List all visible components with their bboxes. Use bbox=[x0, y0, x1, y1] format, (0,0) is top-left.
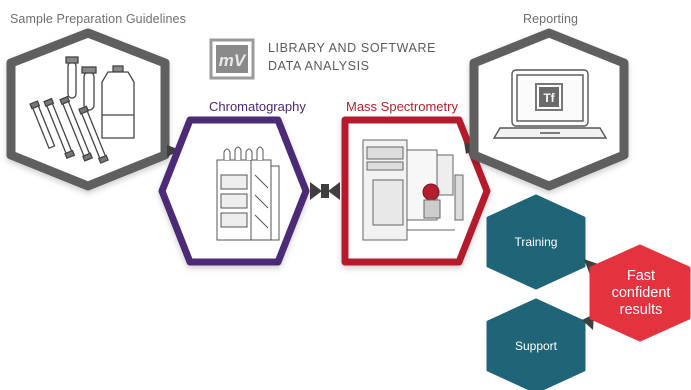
fast-line-3: results bbox=[619, 302, 663, 318]
sample-prep-label: Sample Preparation Guidelines bbox=[10, 12, 186, 26]
fast-line-1: Fast bbox=[626, 268, 656, 284]
mass-spec-icon bbox=[362, 139, 464, 241]
training-label: Training bbox=[514, 235, 558, 249]
chromatography-label: Chromatography bbox=[209, 99, 306, 114]
reporting-label: Reporting bbox=[523, 12, 579, 26]
training-hexagon bbox=[486, 194, 586, 290]
report-logo: Tf bbox=[535, 83, 563, 111]
arrow-prep-to-chrom bbox=[167, 145, 180, 157]
fast-line-2: confident bbox=[611, 285, 671, 301]
sample-prep-icon bbox=[29, 56, 135, 164]
library-line-2: DATA ANALYSIS bbox=[268, 59, 370, 73]
mass-spectrometry-label: Mass Spectrometry bbox=[346, 99, 458, 114]
fast-confident-results-label: Fast confident results bbox=[600, 268, 682, 319]
library-software-label: LIBRARY AND SOFTWARE DATA ANALYSIS bbox=[268, 39, 436, 75]
support-label: Support bbox=[514, 339, 558, 353]
double-arrow bbox=[310, 182, 340, 200]
software-logo: mV bbox=[209, 38, 255, 80]
hplc-icon bbox=[216, 146, 280, 241]
report-logo-text: Tf bbox=[543, 91, 555, 105]
results-hexagon bbox=[589, 244, 691, 342]
support-hexagon bbox=[486, 298, 586, 390]
software-logo-text: mV bbox=[219, 51, 247, 70]
library-line-1: LIBRARY AND SOFTWARE bbox=[268, 41, 437, 55]
